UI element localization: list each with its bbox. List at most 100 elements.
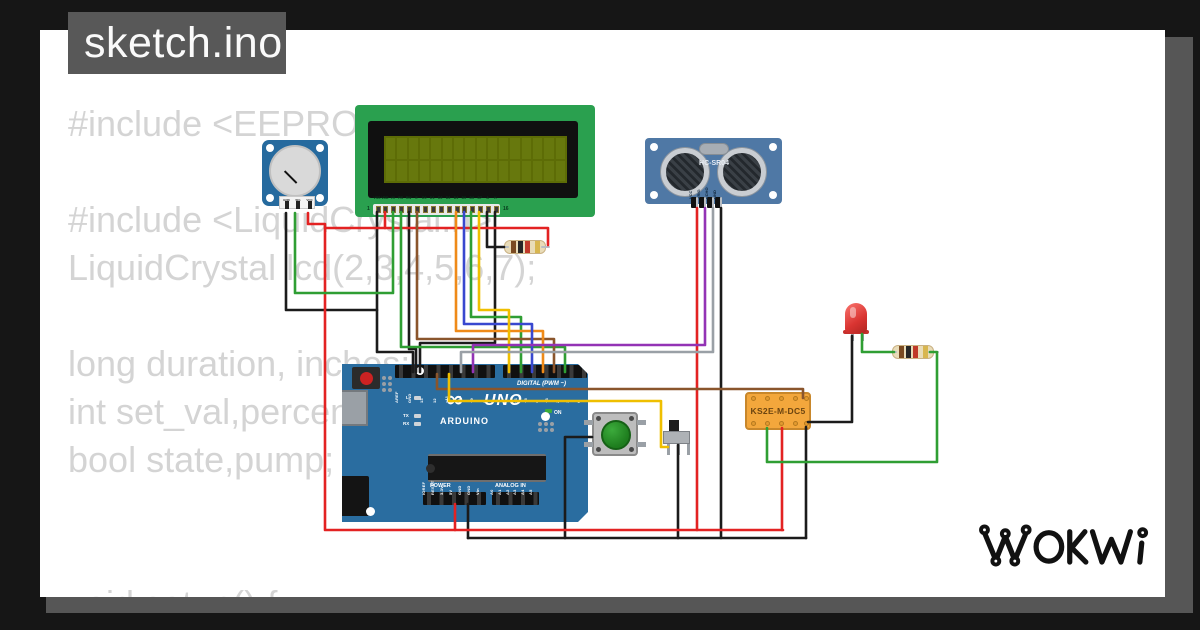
reset-button[interactable] — [352, 367, 380, 389]
lcd-cell — [453, 138, 464, 159]
mount-hole — [541, 412, 550, 421]
lcd-cell — [386, 160, 396, 181]
mount-hole — [366, 507, 375, 516]
sensor-pin — [707, 197, 713, 208]
lcd-cell — [442, 138, 452, 159]
lcd-pin-label: D5 — [461, 196, 467, 200]
lcd-pin — [438, 206, 444, 213]
chip-notch — [426, 464, 435, 473]
sensor-pin — [715, 197, 721, 208]
mount-hole — [769, 191, 777, 199]
resistor-lcd-backlight[interactable] — [504, 240, 546, 254]
lcd-cell — [431, 160, 441, 181]
screw — [596, 416, 601, 421]
lcd-cell — [465, 138, 475, 159]
resistor-led[interactable] — [892, 345, 934, 359]
lcd-cell — [499, 138, 509, 159]
red-led[interactable] — [845, 303, 867, 333]
relay-pin-hole — [804, 421, 809, 426]
slide-switch-knob[interactable] — [669, 420, 679, 434]
lcd-pin-label: VDD — [381, 196, 389, 200]
lcd-cell — [510, 160, 520, 181]
pushbutton[interactable] — [592, 412, 638, 456]
switch-leg — [687, 443, 690, 455]
lcd-pin-label: D4 — [453, 196, 459, 200]
screw — [596, 447, 601, 452]
slide-switch[interactable] — [663, 431, 690, 444]
oscillator — [699, 143, 729, 155]
button-leg — [584, 420, 593, 425]
analog-header[interactable] — [492, 492, 539, 505]
lcd-cell — [487, 160, 498, 181]
lcd-pin — [494, 206, 499, 213]
wire-black — [407, 210, 418, 374]
power-header[interactable] — [423, 492, 486, 505]
wire-brown — [435, 372, 805, 400]
wire-blue — [462, 210, 534, 374]
code-preview: #include <EEPROM.h> #include <LiquidCrys… — [68, 103, 537, 597]
lcd-pin-label: E — [415, 196, 418, 200]
pot-pin-label: SIG — [295, 197, 301, 202]
button-cap[interactable] — [601, 420, 631, 450]
relay-pin-hole — [779, 396, 784, 401]
lcd-pin-label: VSS — [373, 196, 381, 200]
button-leg — [637, 442, 646, 447]
relay-pin-hole — [751, 421, 756, 426]
lcd-cell — [555, 160, 565, 181]
led-silk-label: TX — [403, 413, 409, 418]
lcd-cell — [397, 138, 407, 159]
relay-pin-hole — [804, 396, 809, 401]
relay-pin-hole — [765, 421, 770, 426]
arduino-uno-board[interactable]: DIGITAL (PWM ~) POWER ANALOG IN ∞ UNO AR… — [342, 364, 588, 522]
mount-hole — [769, 143, 777, 151]
lcd-cell — [419, 160, 430, 181]
lcd-cell — [521, 138, 532, 159]
resistor-band — [535, 241, 540, 253]
sketch-title-box: sketch.ino — [68, 12, 286, 74]
wire-green — [399, 210, 567, 374]
lcd-pin-label: A — [486, 196, 489, 200]
lcd-cell — [555, 138, 565, 159]
lcd-pin — [422, 206, 428, 213]
wire-yellow — [447, 372, 670, 449]
relay-label: KS2E-M-DC5 — [750, 406, 806, 416]
digital-silk-label: DIGITAL (PWM ~) — [517, 381, 566, 387]
wire-red — [323, 226, 550, 247]
builtin-led — [414, 396, 421, 400]
lcd-cell — [386, 138, 396, 159]
mount-hole — [650, 143, 658, 151]
atmega-chip — [426, 454, 546, 482]
wire-green — [765, 350, 939, 464]
relay-ks2e[interactable]: KS2E-M-DC5 — [745, 392, 811, 430]
lcd-pin — [446, 206, 452, 213]
lcd-pin-label: D1 — [430, 196, 435, 200]
mount-hole — [266, 194, 274, 202]
wire-black — [806, 334, 854, 424]
wire-purple — [471, 206, 707, 374]
resistor-band — [913, 346, 918, 358]
lcd-pin-label: D3 — [445, 196, 451, 200]
button-leg — [584, 442, 593, 447]
switch-leg — [667, 443, 670, 455]
sketch-title: sketch.ino — [84, 18, 283, 67]
wire-yellow — [477, 210, 511, 374]
lcd-screen — [384, 136, 567, 183]
power-silk-label: POWER — [430, 483, 451, 489]
lcd-cell — [397, 160, 407, 181]
resistor-band — [525, 241, 530, 253]
pot-pin-label: VCC — [306, 197, 313, 202]
led-highlight — [850, 307, 856, 318]
pot-knob[interactable] — [269, 145, 321, 197]
button-leg — [637, 420, 646, 425]
lcd-pin-label: D7 — [477, 196, 482, 200]
lcd-cell — [408, 138, 418, 159]
lcd-cell — [533, 160, 543, 181]
lcd-cell — [419, 138, 430, 159]
wire-black — [375, 210, 415, 374]
mount-hole — [316, 194, 324, 202]
lcd-pin — [430, 206, 436, 213]
